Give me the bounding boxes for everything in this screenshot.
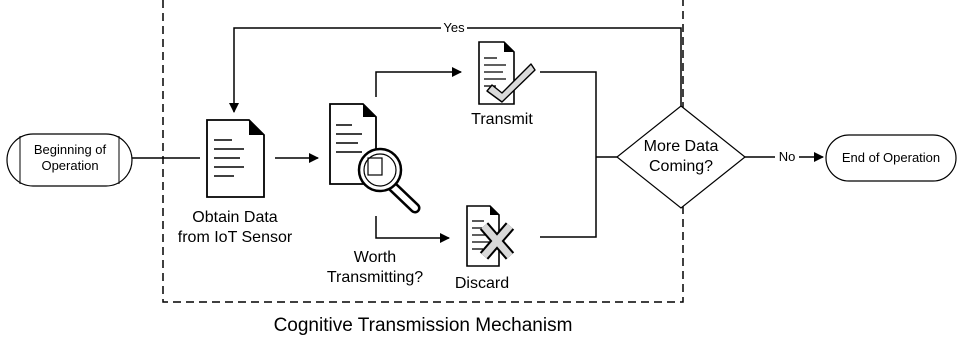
end-label: End of Operation	[841, 150, 941, 165]
transmit-document-icon	[478, 41, 515, 105]
decision-label: More Data Coming?	[643, 138, 719, 175]
edge-evaluate-to-transmit	[375, 67, 462, 97]
x-mark-icon	[479, 222, 515, 260]
transmit-label: Transmit	[471, 111, 533, 128]
edge-label-yes: Yes	[443, 20, 465, 35]
evaluate-label: Worth Transmitting?	[326, 249, 424, 286]
start-terminator[interactable]	[6, 133, 133, 187]
obtain-document-icon	[206, 119, 265, 198]
discard-label: Discard	[454, 275, 510, 292]
edge-yes-loop	[229, 27, 682, 113]
check-icon	[486, 63, 536, 103]
end-terminator[interactable]	[825, 134, 957, 182]
edge-label-no: No	[778, 149, 796, 164]
container-caption: Cognitive Transmission Mechanism	[273, 315, 573, 336]
start-label: Beginning of Operation	[33, 142, 107, 173]
edge-evaluate-to-discard	[375, 216, 450, 243]
obtain-label: Obtain Data from IoT Sensor	[177, 209, 293, 246]
magnifier-icon	[357, 147, 421, 214]
edge-merge	[540, 71, 597, 238]
decision-diamond[interactable]	[616, 105, 746, 209]
mechanism-boundary	[162, 0, 684, 303]
